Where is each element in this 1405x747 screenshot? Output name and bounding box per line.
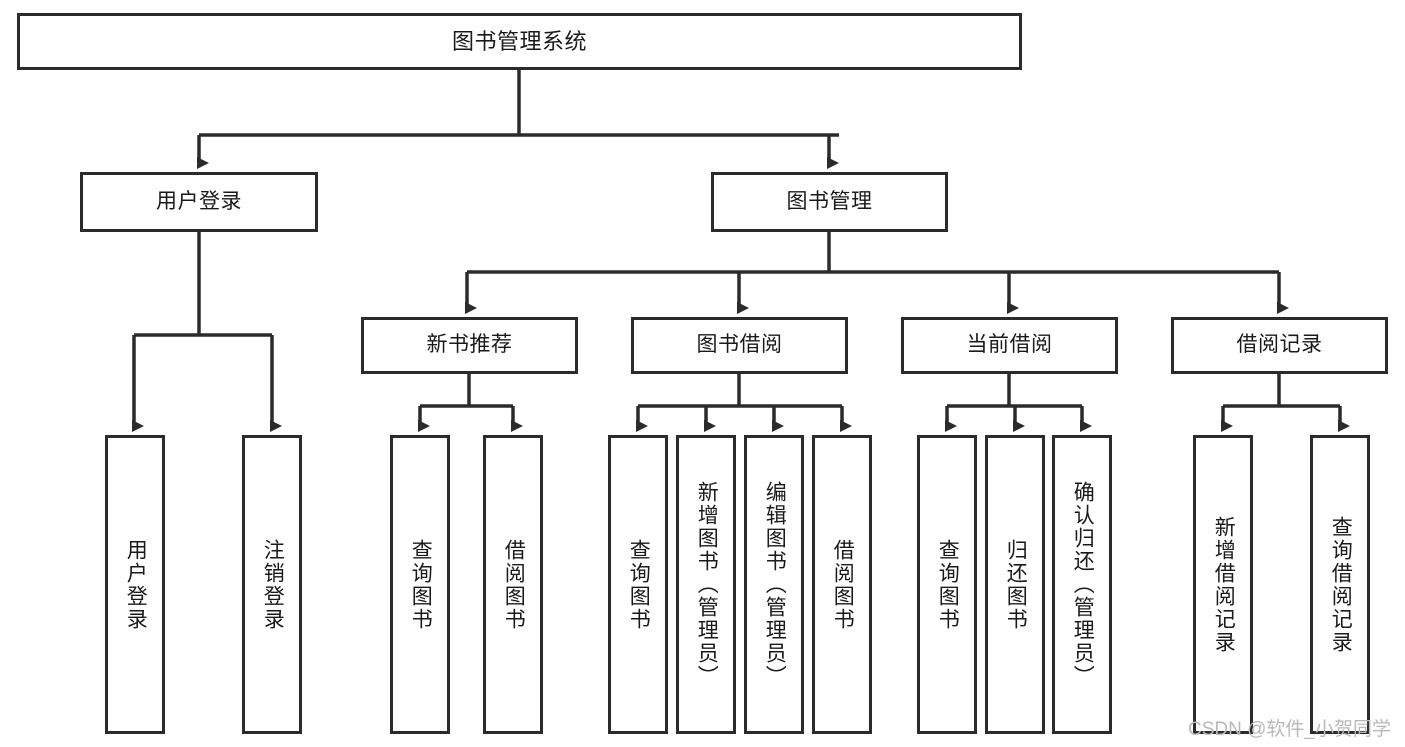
node-label: 新增借阅记录	[1212, 516, 1236, 654]
node-label: 用户登录	[124, 539, 148, 631]
node-label: 编辑图书（管理员）	[763, 481, 787, 688]
node-label: 借阅记录	[1236, 333, 1323, 357]
node-borrow-record[interactable]: 借阅记录	[1171, 317, 1388, 374]
node-book-management[interactable]: 图书管理	[711, 172, 948, 232]
node-label: 图书借阅	[696, 333, 783, 357]
node-label: 用户登录	[156, 189, 242, 213]
leaf-return-book[interactable]: 归还图书	[985, 435, 1045, 734]
node-label: 查询图书	[936, 539, 960, 631]
node-label: 图书管理系统	[451, 28, 587, 54]
leaf-borrow-book[interactable]: 借阅图书	[812, 435, 872, 734]
leaf-query-book-recommend[interactable]: 查询图书	[390, 435, 450, 734]
node-label: 新增图书（管理员）	[695, 481, 719, 688]
leaf-query-borrow-record[interactable]: 查询借阅记录	[1310, 435, 1370, 734]
node-label: 归还图书	[1004, 539, 1028, 631]
node-label: 确认归还（管理员）	[1071, 481, 1095, 688]
node-label: 查询图书	[627, 539, 651, 631]
node-book-borrow[interactable]: 图书借阅	[631, 317, 848, 374]
node-current-borrow[interactable]: 当前借阅	[901, 317, 1118, 374]
node-label: 借阅图书	[831, 539, 855, 631]
leaf-add-borrow-record[interactable]: 新增借阅记录	[1193, 435, 1253, 734]
leaf-query-book-borrow[interactable]: 查询图书	[608, 435, 668, 734]
node-label: 查询借阅记录	[1329, 516, 1353, 654]
leaf-borrow-book-recommend[interactable]: 借阅图书	[483, 435, 543, 734]
leaf-add-book-admin[interactable]: 新增图书（管理员）	[676, 435, 736, 734]
node-root-system[interactable]: 图书管理系统	[17, 13, 1022, 70]
leaf-query-book-current[interactable]: 查询图书	[917, 435, 977, 734]
node-label: 新书推荐	[426, 333, 513, 357]
csdn-watermark: CSDN @软件_小贺同学	[1188, 719, 1391, 740]
node-new-book-recommend[interactable]: 新书推荐	[361, 317, 578, 374]
node-user-login[interactable]: 用户登录	[80, 172, 318, 232]
leaf-user-logout[interactable]: 注销登录	[242, 435, 302, 734]
node-label: 查询图书	[409, 539, 433, 631]
leaf-edit-book-admin[interactable]: 编辑图书（管理员）	[744, 435, 804, 734]
leaf-user-login[interactable]: 用户登录	[105, 435, 165, 734]
node-label: 图书管理	[786, 189, 873, 213]
leaf-confirm-return-admin[interactable]: 确认归还（管理员）	[1052, 435, 1112, 734]
node-label: 借阅图书	[502, 539, 526, 631]
node-label: 当前借阅	[966, 333, 1053, 357]
node-label: 注销登录	[261, 539, 285, 631]
